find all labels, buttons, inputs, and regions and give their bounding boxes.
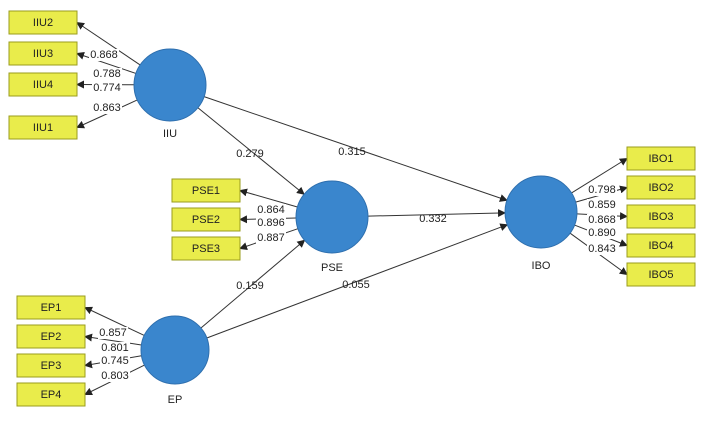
path-coefficient-iiu-ibo: 0.315 xyxy=(338,146,366,158)
loading-label-bg xyxy=(256,232,286,244)
indicator-box-pse3 xyxy=(171,236,241,261)
outer-loading-ibo2: 0.859 xyxy=(588,199,616,211)
indicator-box-ep4 xyxy=(16,382,86,407)
loading-label-bg xyxy=(256,217,286,229)
indicator-label-ibo2: IBO2 xyxy=(648,182,673,194)
path-coefficient-ep-ibo: 0.055 xyxy=(342,279,370,291)
outer-loading-pse1: 0.864 xyxy=(257,204,285,216)
construct-label-pse: PSE xyxy=(321,262,343,274)
indicator-label-iiu3: IIU3 xyxy=(33,48,53,60)
path-coefficient-iiu-pse: 0.279 xyxy=(236,148,264,160)
outer-loading-pse2: 0.896 xyxy=(257,217,285,229)
indicator-box-ibo1 xyxy=(626,146,696,171)
indicator-box-ep2 xyxy=(16,324,86,349)
outer-loading-ep1: 0.857 xyxy=(99,327,127,339)
path-coefficient-pse-ibo: 0.332 xyxy=(419,213,447,225)
outer-loading-ibo4: 0.890 xyxy=(588,227,616,239)
outer-loading-pse3: 0.887 xyxy=(257,232,285,244)
outer-loading-iiu3: 0.788 xyxy=(93,68,121,80)
indicator-box-ep1 xyxy=(16,295,86,320)
path-ep-to-ibo xyxy=(206,223,509,339)
path-ep-to-pse xyxy=(200,239,306,329)
indicator-box-ibo3 xyxy=(626,204,696,229)
loading-label-bg xyxy=(587,184,617,196)
outer-loading-ep2: 0.801 xyxy=(101,342,129,354)
outer-loading-ibo3: 0.868 xyxy=(588,214,616,226)
loading-label-bg xyxy=(587,227,617,239)
construct-label-ibo: IBO xyxy=(532,260,551,272)
loading-label-bg xyxy=(587,199,617,211)
loading-label-bg xyxy=(92,102,122,114)
indicator-label-ibo1: IBO1 xyxy=(648,153,673,165)
outer-loading-iiu2: 0.868 xyxy=(90,49,118,61)
loading-arrow-pse1 xyxy=(239,188,298,208)
indicator-box-pse2 xyxy=(171,207,241,232)
indicator-label-ibo5: IBO5 xyxy=(648,269,673,281)
construct-ep xyxy=(140,315,210,385)
loading-arrow-ep2 xyxy=(84,333,142,346)
indicator-box-iiu4 xyxy=(8,72,78,97)
path-coefficient-ep-pse: 0.159 xyxy=(236,280,264,292)
outer-loading-iiu4: 0.774 xyxy=(93,82,121,94)
construct-label-ep: EP xyxy=(168,394,183,406)
path-iiu-to-ibo xyxy=(203,96,508,202)
indicator-box-ibo2 xyxy=(626,175,696,200)
loading-label-bg xyxy=(100,355,130,367)
indicator-label-pse3: PSE3 xyxy=(192,243,220,255)
loading-arrow-iiu3 xyxy=(76,51,137,74)
outer-loading-ep4: 0.803 xyxy=(101,370,129,382)
indicator-label-ibo4: IBO4 xyxy=(648,240,673,252)
loading-label-bg xyxy=(587,243,617,255)
indicator-label-ep2: EP2 xyxy=(41,331,62,343)
indicator-label-ep3: EP3 xyxy=(41,360,62,372)
indicator-label-ibo3: IBO3 xyxy=(648,211,673,223)
indicator-label-pse2: PSE2 xyxy=(192,214,220,226)
loading-label-bg xyxy=(100,370,130,382)
indicator-box-pse1 xyxy=(171,178,241,203)
outer-loading-iiu1: 0.863 xyxy=(93,102,121,114)
construct-ibo xyxy=(504,175,578,249)
loading-label-bg xyxy=(92,68,122,80)
indicator-label-pse1: PSE1 xyxy=(192,185,220,197)
loading-label-bg xyxy=(100,342,130,354)
loading-label-bg xyxy=(92,82,122,94)
indicator-label-iiu1: IIU1 xyxy=(33,122,53,134)
loading-label-bg xyxy=(587,214,617,226)
outer-loading-ibo5: 0.843 xyxy=(588,243,616,255)
path-pse-to-ibo xyxy=(367,209,507,218)
construct-label-iiu: IIU xyxy=(163,128,177,140)
path-iiu-to-pse xyxy=(197,107,305,195)
indicator-label-iiu4: IIU4 xyxy=(33,79,53,91)
loading-label-bg xyxy=(256,204,286,216)
indicator-label-iiu2: IIU2 xyxy=(33,17,53,29)
construct-iiu xyxy=(133,48,207,122)
indicator-box-ibo5 xyxy=(626,262,696,287)
indicator-box-iiu3 xyxy=(8,41,78,66)
loading-arrow-ep1 xyxy=(84,306,145,336)
indicator-box-iiu1 xyxy=(8,115,78,140)
outer-loading-ep3: 0.745 xyxy=(101,355,129,367)
loading-arrow-ibo1 xyxy=(571,157,628,194)
indicator-label-ep4: EP4 xyxy=(41,389,62,401)
indicator-box-ibo4 xyxy=(626,233,696,258)
indicator-box-iiu2 xyxy=(8,10,78,35)
indicator-label-ep1: EP1 xyxy=(41,302,62,314)
outer-loading-ibo1: 0.798 xyxy=(588,184,616,196)
loading-arrow-iiu2 xyxy=(76,21,141,66)
indicator-box-ep3 xyxy=(16,353,86,378)
loading-label-bg xyxy=(89,49,119,61)
loading-label-bg xyxy=(98,327,128,339)
construct-pse xyxy=(295,180,369,254)
